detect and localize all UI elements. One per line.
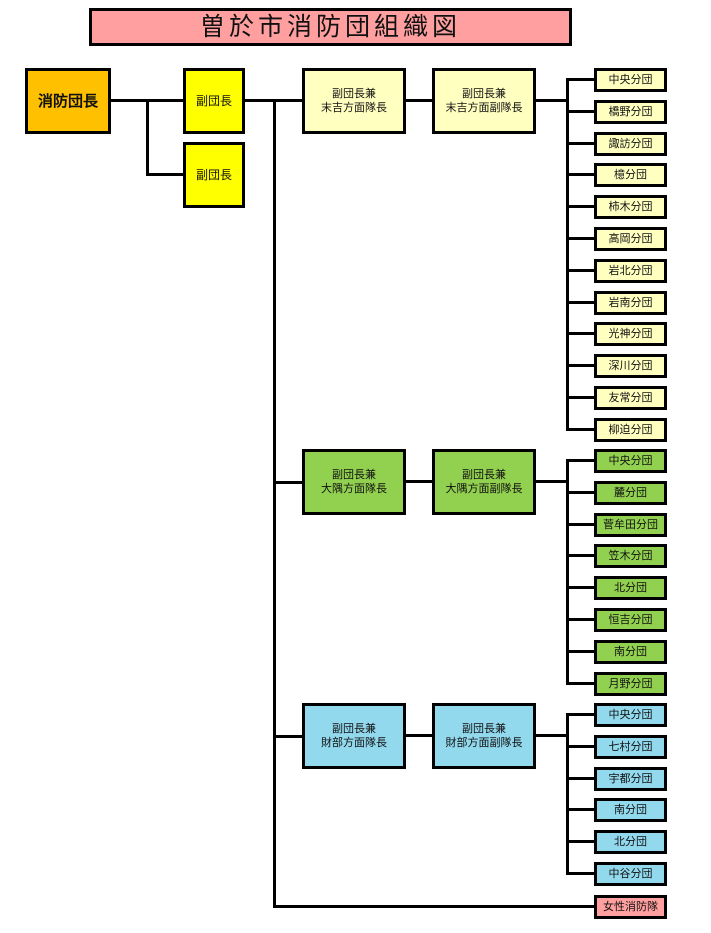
sueyoshi-unit-connector bbox=[566, 78, 594, 81]
osumi-unit-connector bbox=[566, 586, 594, 589]
takarabe-vice-captain-box: 副団長兼財部方面副隊長 bbox=[432, 703, 536, 769]
sueyoshi-captain-box-line-1: 副団長兼 bbox=[332, 87, 376, 101]
sueyoshi-unit-connector bbox=[566, 110, 594, 113]
sueyoshi-vice-captain-box: 副団長兼末吉方面副隊長 bbox=[432, 68, 536, 134]
sueyoshi-vice-captain-box-line-2: 末吉方面副隊長 bbox=[445, 101, 523, 114]
sueyoshi-unit-connector bbox=[566, 237, 594, 240]
sueyoshi-unit-connector bbox=[566, 428, 594, 431]
sueyoshi-units-connector bbox=[536, 99, 567, 102]
takarabe-captain-box: 副団長兼財部方面隊長 bbox=[302, 703, 406, 769]
sueyoshi-captain-box: 副団長兼末吉方面隊長 bbox=[302, 68, 406, 134]
takarabe-vice-captain-box-line-2: 財部方面副隊長 bbox=[445, 736, 523, 749]
connector-trunk-osumi bbox=[273, 481, 302, 484]
sueyoshi-captain-connector bbox=[406, 99, 432, 102]
osumi-captain-box: 副団長兼大隅方面隊長 bbox=[302, 449, 406, 515]
sueyoshi-unit-connector bbox=[566, 173, 594, 176]
takarabe-captain-connector bbox=[406, 734, 432, 737]
sueyoshi-unit-connector bbox=[566, 396, 594, 399]
osumi-unit-connector bbox=[566, 650, 594, 653]
sueyoshi-unit-box: 柳迫分団 bbox=[594, 418, 667, 442]
sueyoshi-unit-box: 岩北分団 bbox=[594, 259, 667, 283]
sueyoshi-unit-box: 岩南分団 bbox=[594, 291, 667, 315]
osumi-vice-captain-box-line-1: 副団長兼 bbox=[462, 468, 506, 482]
osumi-unit-box: 南分団 bbox=[594, 640, 667, 664]
osumi-vice-captain-box-line-2: 大隅方面副隊長 bbox=[445, 482, 523, 495]
sueyoshi-units-bus-line bbox=[566, 78, 569, 431]
osumi-units-bus-line bbox=[566, 459, 569, 685]
sueyoshi-unit-connector bbox=[566, 142, 594, 145]
fire-chief-box: 消防団長 bbox=[25, 68, 111, 134]
connector-trunk-takarabe bbox=[273, 735, 302, 738]
takarabe-unit-box: 中央分団 bbox=[594, 703, 667, 727]
takarabe-vice-captain-box-line-1: 副団長兼 bbox=[462, 722, 506, 736]
osumi-unit-box: 北分団 bbox=[594, 576, 667, 600]
main-trunk-line bbox=[273, 99, 276, 908]
osumi-unit-box: 麓分団 bbox=[594, 481, 667, 505]
sueyoshi-unit-box: 諏訪分団 bbox=[594, 132, 667, 156]
osumi-unit-connector bbox=[566, 523, 594, 526]
osumi-unit-box: 菅牟田分団 bbox=[594, 513, 667, 537]
sueyoshi-unit-box: 柿木分団 bbox=[594, 195, 667, 219]
sueyoshi-unit-connector bbox=[566, 205, 594, 208]
connector-vice-branch bbox=[146, 99, 149, 176]
sueyoshi-unit-connector bbox=[566, 332, 594, 335]
takarabe-unit-connector bbox=[566, 713, 594, 716]
osumi-unit-box: 笠木分団 bbox=[594, 544, 667, 568]
vice-chief-box-1: 副団長 bbox=[183, 68, 245, 134]
sueyoshi-unit-box: 光神分団 bbox=[594, 322, 667, 346]
sueyoshi-vice-captain-box-line-1: 副団長兼 bbox=[462, 87, 506, 101]
osumi-unit-box: 恒吉分団 bbox=[594, 608, 667, 632]
takarabe-units-connector bbox=[536, 734, 567, 737]
sueyoshi-captain-box-line-2: 末吉方面隊長 bbox=[321, 101, 387, 114]
osumi-units-connector bbox=[536, 480, 567, 483]
osumi-unit-box: 中央分団 bbox=[594, 449, 667, 473]
sueyoshi-unit-connector bbox=[566, 301, 594, 304]
osumi-captain-box-line-2: 大隅方面隊長 bbox=[321, 482, 387, 495]
takarabe-unit-connector bbox=[566, 840, 594, 843]
vice-chief-box-2: 副団長 bbox=[183, 142, 245, 208]
page-title: 曽於市消防団組織図 bbox=[89, 8, 572, 46]
takarabe-unit-box: 南分団 bbox=[594, 798, 667, 822]
women-fire-unit-box: 女性消防隊 bbox=[594, 895, 667, 919]
sueyoshi-unit-box: 高岡分団 bbox=[594, 227, 667, 251]
osumi-unit-connector bbox=[566, 618, 594, 621]
osumi-unit-connector bbox=[566, 459, 594, 462]
takarabe-units-bus-line bbox=[566, 713, 569, 875]
takarabe-unit-box: 宇都分団 bbox=[594, 767, 667, 791]
takarabe-unit-connector bbox=[566, 872, 594, 875]
connector-trunk-women bbox=[273, 905, 594, 908]
sueyoshi-unit-box: 檍分団 bbox=[594, 163, 667, 187]
osumi-unit-connector bbox=[566, 491, 594, 494]
takarabe-unit-box: 北分団 bbox=[594, 830, 667, 854]
takarabe-unit-connector bbox=[566, 777, 594, 780]
takarabe-captain-box-line-1: 副団長兼 bbox=[332, 722, 376, 736]
takarabe-unit-connector bbox=[566, 745, 594, 748]
connector-vice2 bbox=[146, 173, 183, 176]
sueyoshi-unit-box: 深川分団 bbox=[594, 354, 667, 378]
sueyoshi-unit-box: 友常分団 bbox=[594, 386, 667, 410]
takarabe-unit-connector bbox=[566, 808, 594, 811]
osumi-unit-box: 月野分団 bbox=[594, 672, 667, 696]
sueyoshi-unit-box: 中央分団 bbox=[594, 68, 667, 92]
takarabe-unit-box: 七村分団 bbox=[594, 735, 667, 759]
osumi-unit-connector bbox=[566, 682, 594, 685]
osumi-vice-captain-box: 副団長兼大隅方面副隊長 bbox=[432, 449, 536, 515]
takarabe-captain-box-line-2: 財部方面隊長 bbox=[321, 736, 387, 749]
osumi-captain-connector bbox=[406, 480, 432, 483]
sueyoshi-unit-connector bbox=[566, 269, 594, 272]
sueyoshi-unit-connector bbox=[566, 364, 594, 367]
osumi-captain-box-line-1: 副団長兼 bbox=[332, 468, 376, 482]
takarabe-unit-box: 中谷分団 bbox=[594, 862, 667, 886]
sueyoshi-unit-box: 橋野分団 bbox=[594, 100, 667, 124]
osumi-unit-connector bbox=[566, 554, 594, 557]
